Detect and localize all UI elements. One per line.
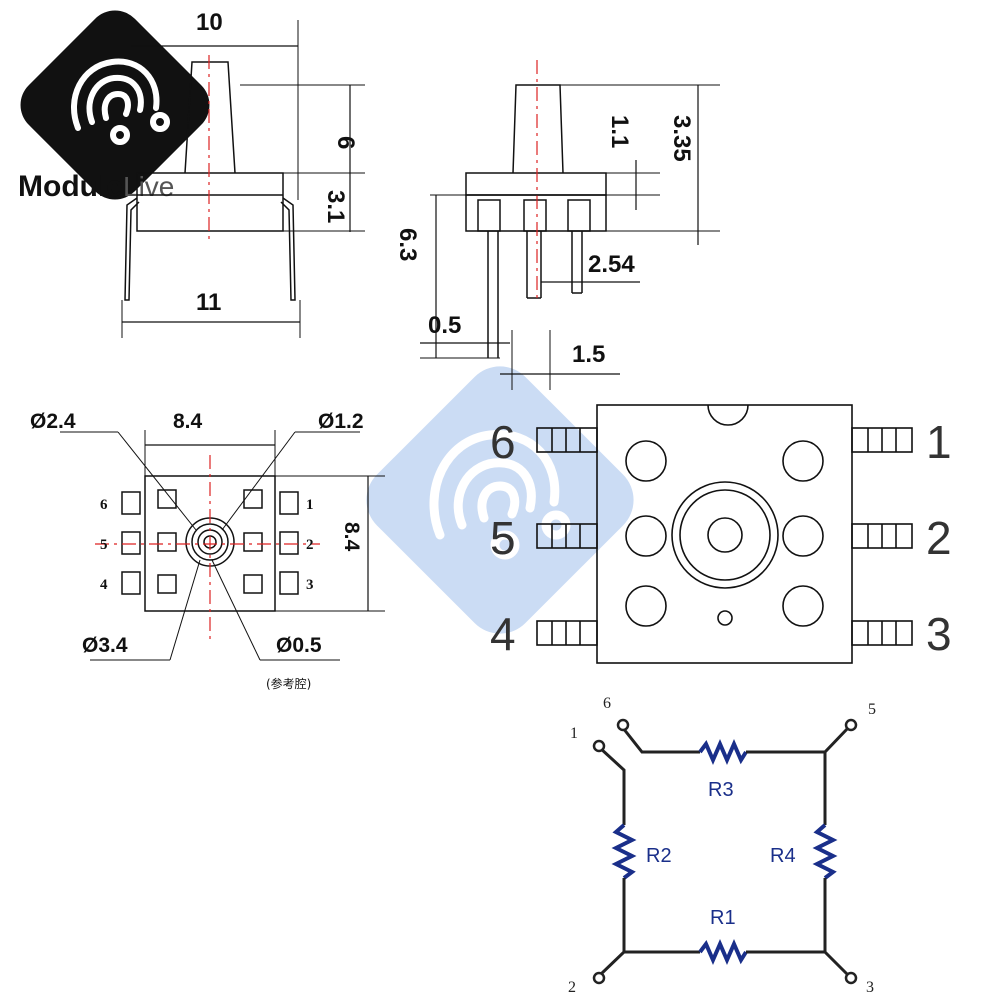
top-view bbox=[536, 404, 913, 664]
schematic-pin-6: 6 bbox=[603, 695, 611, 712]
dim-body-height: 3.1 bbox=[322, 190, 349, 223]
schematic-pin-3: 3 bbox=[866, 979, 874, 996]
top-view-pin-1: 1 bbox=[926, 416, 952, 468]
dim-0-5: 0.5 bbox=[428, 312, 461, 339]
side-tube bbox=[184, 61, 236, 174]
footprint-pin-2: 2 bbox=[306, 537, 314, 553]
dim-d1-2: Ø1.2 bbox=[318, 410, 364, 433]
side-body bbox=[136, 172, 284, 232]
top-view-pin-5: 5 bbox=[490, 512, 516, 564]
schematic-pin-5: 5 bbox=[868, 701, 876, 718]
dim-tube-height: 6 bbox=[332, 136, 359, 149]
dim-footprint-width: 8.4 bbox=[173, 410, 203, 433]
dim-footprint-height: 8.4 bbox=[340, 522, 363, 552]
schematic-pin-1: 1 bbox=[570, 725, 578, 742]
brand-name-light: Live bbox=[123, 171, 174, 202]
resistor-r1 bbox=[698, 939, 748, 965]
dim-d3-4: Ø3.4 bbox=[82, 634, 128, 657]
bridge-schematic bbox=[592, 718, 858, 985]
dim-6-3: 6.3 bbox=[394, 228, 421, 261]
top-view-notch bbox=[707, 404, 749, 426]
dim-d0-5: Ø0.5 bbox=[276, 634, 322, 657]
svg-text:ModuleLive: ModuleLive bbox=[18, 170, 174, 203]
footprint-note: (参考腔) bbox=[266, 676, 311, 691]
front-tube bbox=[512, 84, 564, 174]
logo-mark-icon bbox=[71, 58, 170, 145]
front-view bbox=[420, 60, 720, 390]
logo-diamond bbox=[20, 10, 210, 200]
footprint-pin-4: 4 bbox=[100, 577, 108, 593]
dim-1-5: 1.5 bbox=[572, 341, 605, 368]
footprint-pin-5: 5 bbox=[100, 537, 108, 553]
dim-2-54: 2.54 bbox=[588, 251, 635, 278]
dim-3-35: 3.35 bbox=[668, 115, 695, 162]
label-r3: R3 bbox=[708, 779, 734, 801]
watermark-logo bbox=[366, 366, 634, 634]
label-r2: R2 bbox=[646, 845, 672, 867]
schematic-pin-2: 2 bbox=[568, 979, 576, 996]
dim-d2-4: Ø2.4 bbox=[30, 410, 76, 433]
top-view-pin-6: 6 bbox=[490, 416, 516, 468]
dim-1-1: 1.1 bbox=[606, 115, 633, 148]
label-r1: R1 bbox=[710, 907, 736, 929]
label-r4: R4 bbox=[770, 845, 796, 867]
footprint-pin-1: 1 bbox=[306, 497, 314, 513]
footprint-view bbox=[60, 430, 385, 661]
footprint-pin-3: 3 bbox=[306, 577, 314, 593]
front-flange bbox=[465, 172, 607, 196]
resistor-r4 bbox=[812, 823, 838, 880]
side-view bbox=[121, 20, 365, 338]
resistor-r2 bbox=[611, 823, 637, 880]
top-view-pin-4: 4 bbox=[490, 608, 516, 660]
brand-logo: ModuleLive bbox=[18, 10, 210, 203]
brand-name-bold: Module bbox=[18, 170, 123, 203]
top-view-pin-2: 2 bbox=[926, 512, 952, 564]
top-view-pin-3: 3 bbox=[926, 608, 952, 660]
watermark-mark-icon bbox=[429, 430, 571, 560]
dim-bottom-width: 11 bbox=[196, 289, 221, 316]
footprint-pin-6: 6 bbox=[100, 497, 108, 513]
dim-top-width: 10 bbox=[196, 9, 223, 36]
resistor-r3 bbox=[698, 739, 748, 765]
